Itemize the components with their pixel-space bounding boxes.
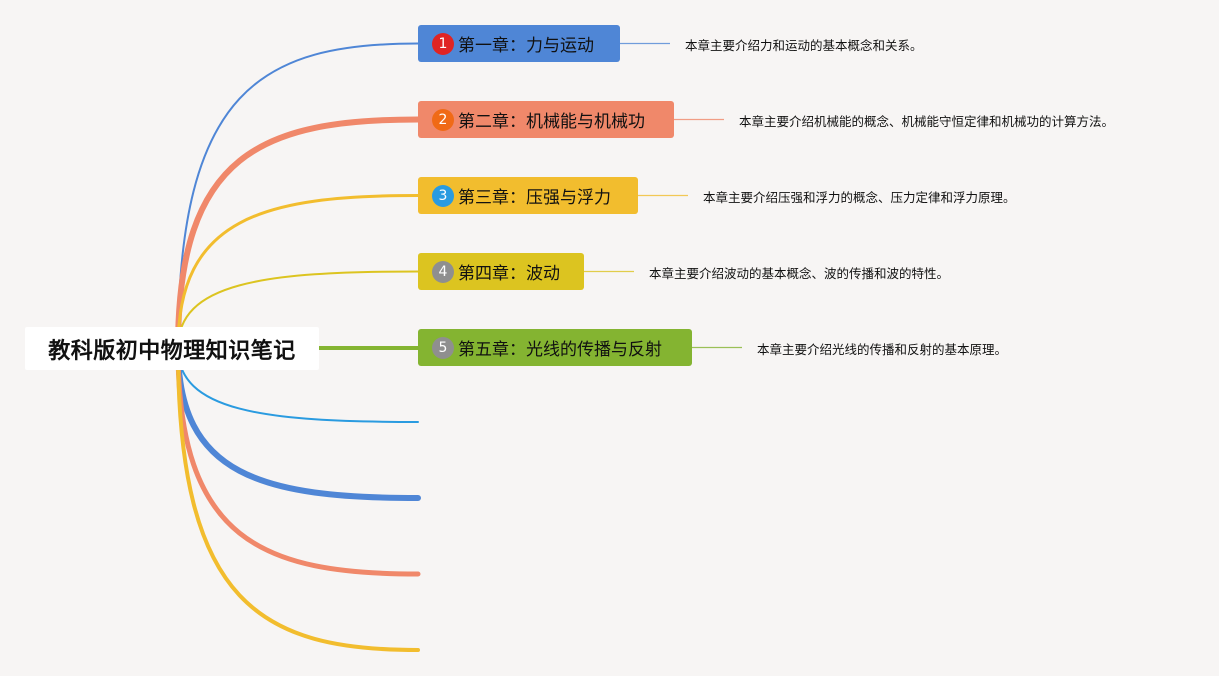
chapter-1-title: 第一章：力与运动 xyxy=(458,36,594,56)
chapter-4-title: 第四章：波动 xyxy=(458,264,560,284)
chapter-5-node[interactable]: 5 第五章：光线的传播与反射 xyxy=(418,329,692,366)
branch-line-chapter-2 xyxy=(175,116,421,351)
chapter-5-title: 第五章：光线的传播与反射 xyxy=(458,340,662,360)
chapter-1-node[interactable]: 1 第一章：力与运动 xyxy=(418,25,620,62)
root-topic[interactable]: 教科版初中物理知识笔记 xyxy=(25,327,319,370)
number-badge-5-icon: 5 xyxy=(432,336,454,359)
chapter-3-title: 第三章：压强与浮力 xyxy=(458,188,611,208)
chapter-1-description: 本章主要介绍力和运动的基本概念和关系。 xyxy=(685,37,923,53)
branch-line-chapter-3 xyxy=(176,194,420,350)
number-badge-3-icon: 3 xyxy=(432,184,454,207)
chapter-2-description: 本章主要介绍机械能的概念、机械能守恒定律和机械功的计算方法。 xyxy=(739,113,1115,129)
chapter-3-node[interactable]: 3 第三章：压强与浮力 xyxy=(418,177,638,214)
chapter-5-description: 本章主要介绍光线的传播和反射的基本原理。 xyxy=(757,341,1008,357)
chapter-3-description: 本章主要介绍压强和浮力的概念、压力定律和浮力原理。 xyxy=(703,189,1016,205)
empty-branch-line-4 xyxy=(176,346,420,652)
chapter-4-node[interactable]: 4 第四章：波动 xyxy=(418,253,584,290)
empty-branch-line-2 xyxy=(175,345,421,501)
chapter-4-description: 本章主要介绍波动的基本概念、波的传播和波的特性。 xyxy=(649,265,950,281)
number-badge-2-icon: 2 xyxy=(432,108,454,131)
empty-branch-line-3 xyxy=(175,345,421,577)
branch-line-chapter-1 xyxy=(177,42,419,349)
number-badge-1-icon: 1 xyxy=(432,32,454,55)
number-badge-4-icon: 4 xyxy=(432,260,454,283)
chapter-2-title: 第二章：机械能与机械功 xyxy=(458,112,645,132)
root-title: 教科版初中物理知识笔记 xyxy=(48,338,296,364)
branch-line-chapter-4 xyxy=(177,270,419,349)
chapter-2-node[interactable]: 2 第二章：机械能与机械功 xyxy=(418,101,674,138)
